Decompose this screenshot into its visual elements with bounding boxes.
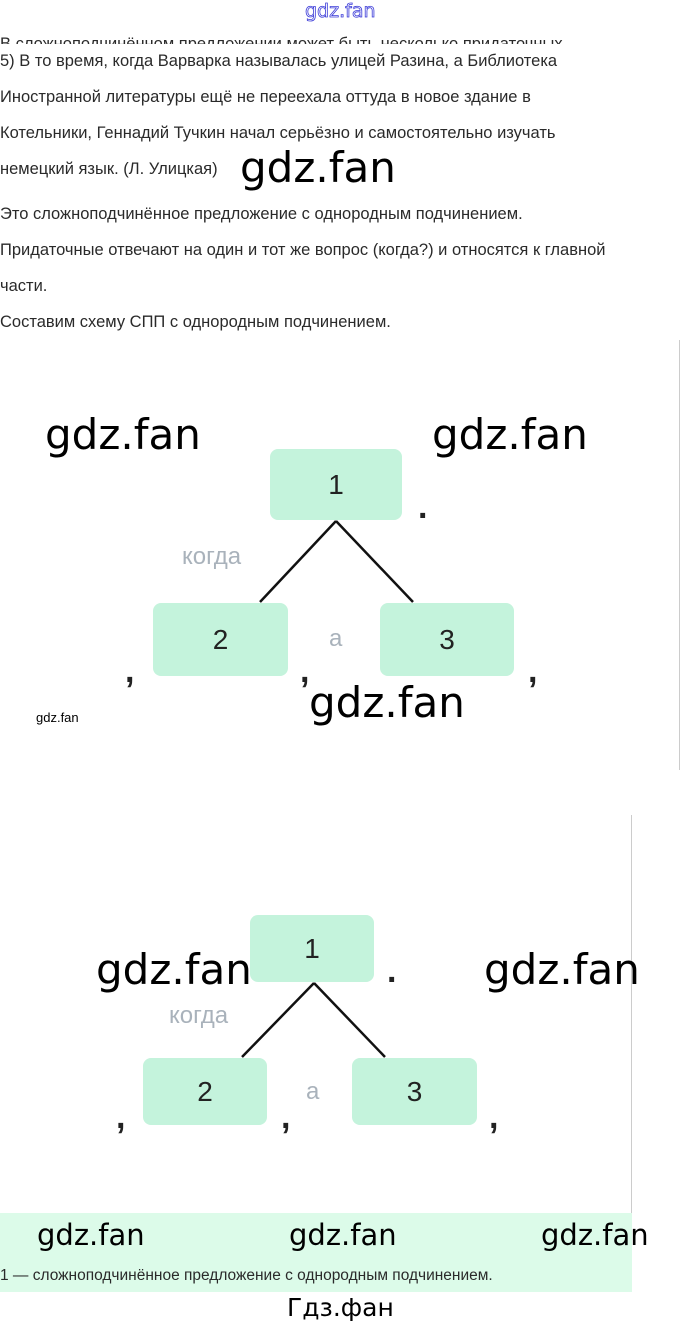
watermark: gdz.fan — [240, 143, 396, 192]
comma-mark: , — [125, 652, 135, 690]
main-clause-box: 1 — [270, 449, 402, 520]
scheme-lines — [259, 520, 414, 603]
text-line: Составим схему СПП с однородным подчинен… — [0, 313, 391, 331]
scheme-lines — [241, 982, 386, 1058]
comma-mark: , — [281, 1098, 291, 1136]
watermark: gdz.fan — [309, 678, 465, 727]
answer-caption: 1 — сложноподчинённое предложение с одно… — [0, 1267, 493, 1284]
watermark: gdz.fan — [37, 1218, 145, 1252]
watermark-small: gdz.fan — [36, 710, 79, 725]
main-clause-box: 1 — [250, 915, 374, 982]
conjunction-label: когда — [182, 543, 242, 570]
period-mark: . — [387, 952, 397, 990]
watermark: gdz.fan — [45, 410, 201, 459]
divider — [631, 815, 632, 1215]
watermark: gdz.fan — [484, 945, 640, 994]
comma-mark: , — [528, 652, 538, 690]
text-line: Придаточные отвечают на один и тот же во… — [0, 241, 606, 259]
subordinate-clause-box: 3 — [380, 603, 514, 676]
subordinate-clause-box: 2 — [143, 1058, 267, 1125]
brand-footer: Гдз.фан — [287, 1293, 394, 1322]
connector-label: а — [306, 1078, 320, 1105]
answer-band — [0, 1213, 632, 1292]
clipped-text: В сложноподчинённом предложении может бы… — [0, 35, 563, 44]
period-mark: . — [418, 488, 428, 526]
text-line: Котельники, Геннадий Тучкин начал серьёз… — [0, 124, 556, 142]
text-line: части. — [0, 277, 48, 295]
watermark: gdz.fan — [541, 1218, 649, 1252]
text-line: Иностранной литературы ещё не переехала … — [0, 88, 531, 106]
comma-mark: , — [489, 1098, 499, 1136]
comma-mark: , — [300, 652, 310, 690]
watermark: gdz.fan — [432, 410, 588, 459]
subordinate-clause-box: 2 — [153, 603, 288, 676]
watermark: gdz.fan — [289, 1218, 397, 1252]
text-line: немецкий язык. (Л. Улицкая) — [0, 160, 218, 178]
subordinate-clause-box: 3 — [352, 1058, 477, 1125]
comma-mark: , — [116, 1098, 126, 1136]
text-line: Это сложноподчинённое предложение с одно… — [0, 205, 523, 223]
connector-label: а — [329, 625, 343, 652]
header-watermark: gdz.fan — [305, 0, 376, 22]
text-line: 5) В то время, когда Варварка называлась… — [0, 52, 558, 70]
watermark: gdz.fan — [96, 945, 252, 994]
conjunction-label: когда — [169, 1002, 229, 1029]
